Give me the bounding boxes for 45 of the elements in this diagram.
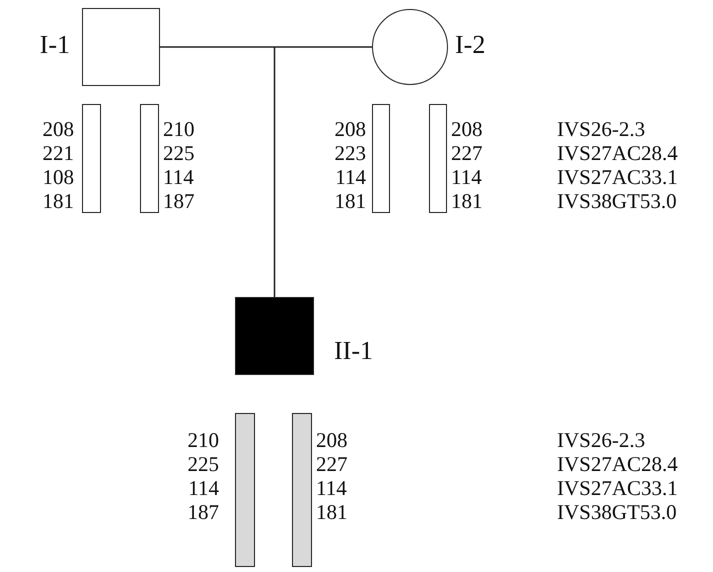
allele-number: 225 (188, 452, 219, 476)
allele-number: 181 (334, 189, 366, 213)
marker-name: IVS26-2.3 (557, 117, 646, 141)
haplotype-bar (372, 104, 390, 213)
allele-number: 114 (163, 165, 194, 189)
individual-label: I-2 (455, 30, 486, 60)
allele-number: 227 (451, 141, 482, 165)
individual-label: II-1 (334, 336, 373, 366)
allele-number: 225 (163, 141, 194, 165)
allele-number: 208 (334, 117, 366, 141)
marker-name: IVS27AC33.1 (557, 476, 678, 500)
allele-number: 114 (188, 476, 219, 500)
allele-number: 114 (316, 476, 347, 500)
haplotype-bar (82, 104, 101, 213)
allele-number: 108 (42, 165, 74, 189)
allele-number: 187 (163, 189, 194, 213)
allele-number: 208 (316, 428, 348, 452)
allele-number: 210 (188, 428, 219, 452)
marker-name: IVS27AC28.4 (557, 452, 678, 476)
haplotype-bar (140, 104, 159, 213)
pedigree-square (82, 8, 160, 86)
marker-name: IVS38GT53.0 (557, 189, 677, 213)
haplotype-bar (429, 104, 447, 213)
allele-number: 181 (42, 189, 74, 213)
pedigree-line (274, 47, 276, 297)
allele-number: 187 (188, 500, 219, 524)
allele-number: 223 (334, 141, 366, 165)
allele-number: 208 (42, 117, 74, 141)
allele-number: 181 (451, 189, 482, 213)
haplotype-bar (292, 413, 312, 567)
allele-number: 210 (163, 117, 194, 141)
marker-name: IVS38GT53.0 (557, 500, 677, 524)
pedigree-square (235, 297, 314, 375)
allele-number: 114 (451, 165, 482, 189)
marker-name: IVS27AC33.1 (557, 165, 678, 189)
allele-number: 208 (451, 117, 482, 141)
allele-number: 227 (316, 452, 348, 476)
allele-number: 181 (316, 500, 348, 524)
haplotype-bar (235, 413, 255, 567)
individual-label: I-1 (40, 30, 70, 60)
allele-number: 221 (42, 141, 74, 165)
pedigree-line (160, 46, 372, 48)
marker-name: IVS26-2.3 (557, 428, 646, 452)
allele-number: 114 (335, 165, 366, 189)
marker-name: IVS27AC28.4 (557, 141, 678, 165)
